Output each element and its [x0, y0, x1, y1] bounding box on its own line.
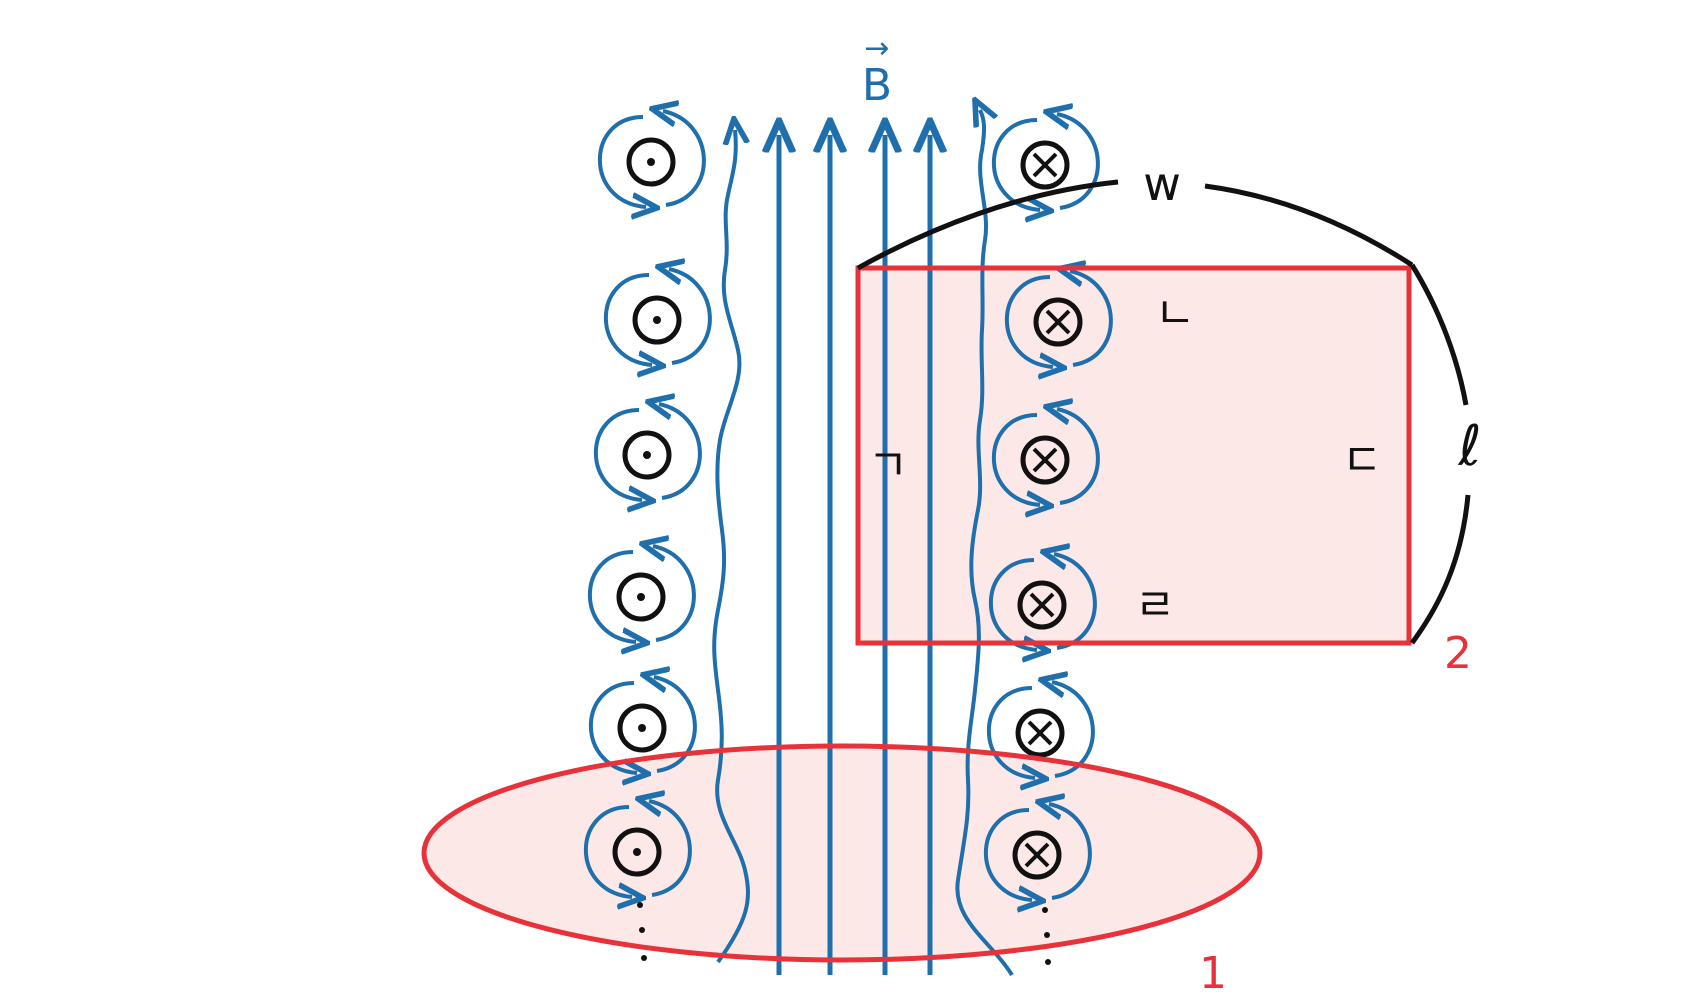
dot-right-3: [1045, 959, 1051, 965]
width-label: w: [1143, 157, 1181, 211]
wavy-line-left: [712, 130, 748, 964]
loop-2-fill: [858, 268, 1409, 643]
current-out-symbol-4: [616, 572, 666, 622]
loop-1-label: 1: [1199, 948, 1227, 999]
right-winding-arc-3b: [1057, 409, 1100, 505]
loop-1-outline: [421, 743, 1263, 963]
loop-2-label: 2: [1444, 628, 1472, 679]
right-winding-arc-2a: [1005, 275, 1053, 367]
length-arc-bottom: [1409, 494, 1471, 645]
dot-left-3: [641, 955, 647, 961]
field-lines-wavy: [712, 110, 1014, 977]
current-in-symbol-6: [1012, 830, 1062, 880]
left-windings: [584, 111, 712, 897]
corner-label-d: ㄹ: [1135, 580, 1175, 631]
current-out-symbol-5: [617, 703, 667, 753]
right-windings: [984, 114, 1113, 900]
right-winding-arc-6a: [984, 808, 1032, 900]
right-winding-arc-3a: [992, 413, 1040, 505]
field-lines-inner: [779, 135, 930, 975]
left-winding-arc-5b: [654, 677, 697, 773]
dot-left-2: [639, 927, 645, 933]
left-winding-arc-3b: [659, 404, 702, 500]
left-winding-arc-4a: [588, 550, 636, 642]
right-current-symbols: [1012, 140, 1083, 880]
right-winding-arc-6b: [1049, 804, 1092, 900]
left-winding-arc-4b: [653, 546, 696, 642]
current-in-symbol-1: [1020, 140, 1070, 190]
right-winding-arc-2b: [1070, 271, 1113, 367]
dot-right-1: [1042, 907, 1048, 913]
field-vector-arrow: →: [864, 31, 889, 66]
left-winding-arc-1a: [598, 115, 646, 207]
width-arc-left: [856, 179, 1119, 271]
length-label: ℓ: [1457, 414, 1481, 479]
dot-right-2: [1044, 932, 1050, 938]
left-current-symbols: [612, 137, 682, 877]
corner-label-b: ㄴ: [1155, 288, 1195, 339]
current-out-symbol-3: [622, 430, 672, 480]
left-winding-arc-2a: [604, 273, 652, 365]
current-out-symbol-6: [612, 827, 662, 877]
corner-label-a: ㄱ: [868, 440, 908, 491]
left-winding-arc-3a: [594, 408, 642, 500]
current-out-symbol-2: [632, 295, 682, 345]
width-arc-right: [1204, 183, 1414, 268]
length-arc-top: [1409, 263, 1469, 406]
loop-2-outline: [855, 265, 1412, 646]
right-winding-arc-1b: [1057, 114, 1100, 210]
continuation-dots: [637, 902, 1051, 965]
left-winding-arc-6b: [649, 801, 692, 897]
corner-label-c: ㄷ: [1342, 435, 1382, 486]
wavy-line-right: [955, 110, 1014, 977]
dot-left-1: [637, 902, 643, 908]
current-out-symbol-1: [626, 137, 676, 187]
left-winding-arc-2b: [669, 269, 712, 365]
field-symbol: B: [862, 60, 892, 111]
current-in-symbol-4: [1017, 580, 1067, 630]
current-in-symbol-2: [1033, 297, 1083, 347]
left-winding-arc-5a: [589, 681, 637, 773]
left-winding-arc-1b: [663, 111, 706, 207]
current-in-symbol-5: [1015, 708, 1065, 758]
right-winding-arc-5a: [987, 686, 1035, 778]
right-winding-arc-1a: [992, 118, 1040, 210]
left-winding-arc-6a: [584, 805, 632, 897]
current-in-symbol-3: [1020, 435, 1070, 485]
right-winding-arc-5b: [1052, 682, 1095, 778]
